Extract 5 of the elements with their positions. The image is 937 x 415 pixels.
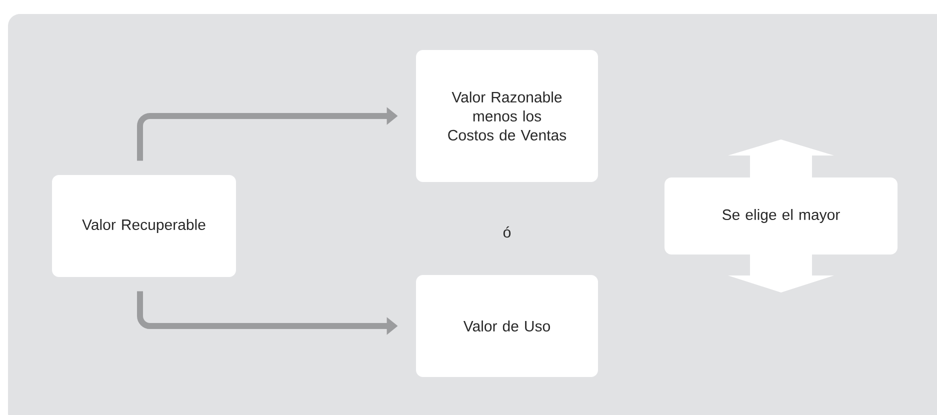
label-text: ó <box>503 226 511 238</box>
text-box: Valor Recuperable <box>52 175 236 277</box>
double-arrow-box: Se elige el mayor <box>664 140 898 292</box>
text-box: Valor de Uso <box>416 275 598 377</box>
text-box: Valor Razonable menos los Costos de Ventas <box>416 50 598 182</box>
